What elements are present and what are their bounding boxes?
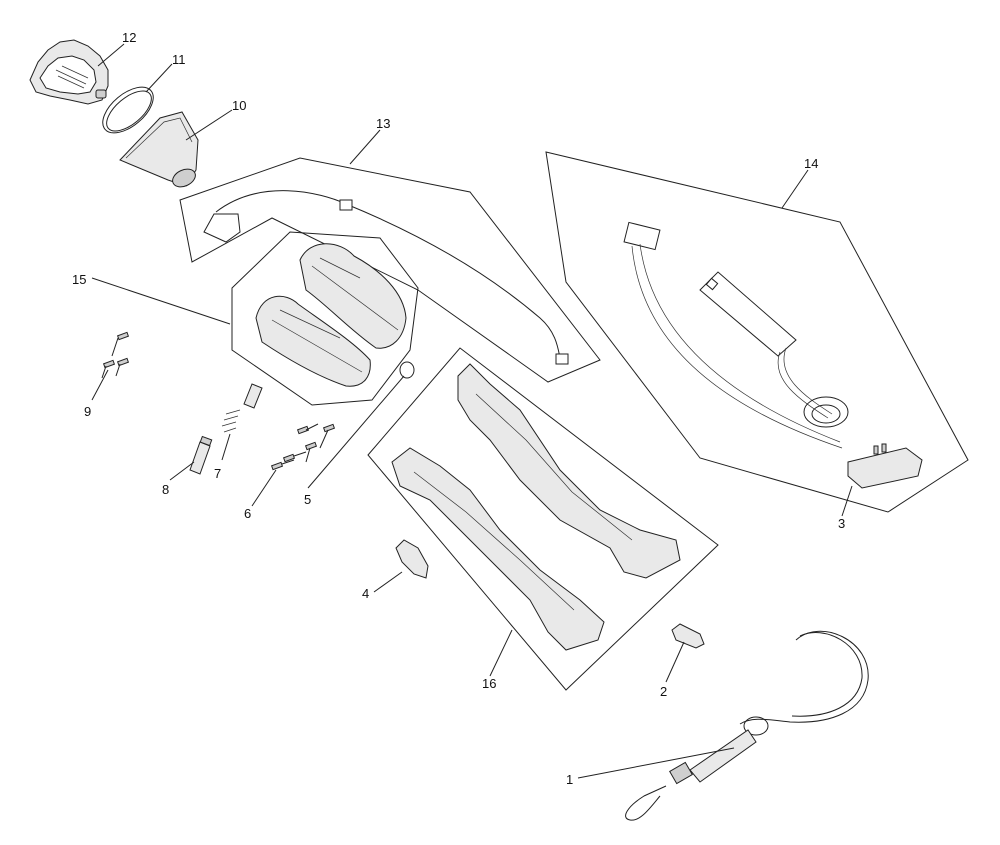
callout-8: 8 [162, 482, 169, 497]
callout-2: 2 [660, 684, 667, 699]
callout-15: 15 [72, 272, 86, 287]
callout-11: 11 [172, 52, 186, 67]
part-2-bracket [671, 623, 705, 649]
part-5-o-ring [399, 361, 415, 379]
callout-7: 7 [214, 466, 221, 481]
callout-6: 6 [244, 506, 251, 521]
part-13-wire-harness [203, 190, 569, 365]
group-outline-16 [367, 347, 719, 691]
callout-4: 4 [362, 586, 369, 601]
part-16-housing-halves [391, 363, 681, 651]
group-outline-15 [231, 231, 419, 406]
part-11-lens-ring [102, 86, 154, 134]
part-5-screws [296, 423, 336, 463]
part-4-clip [395, 539, 429, 579]
group-outline-14 [545, 151, 969, 513]
callout-9: 9 [84, 404, 91, 419]
callout-13: 13 [376, 116, 390, 131]
part-10-reflector [119, 111, 199, 188]
part-12-head-ring [29, 39, 109, 105]
leader-lines [91, 43, 853, 779]
group-outline-13 [179, 157, 601, 383]
part-15-battery-halves [255, 243, 407, 387]
callout-1: 1 [566, 772, 573, 787]
callout-5: 5 [304, 492, 311, 507]
part-1-lanyard-hook [625, 630, 869, 821]
callout-16: 16 [482, 676, 496, 691]
part-8-pin [189, 435, 213, 475]
callout-10: 10 [232, 98, 246, 113]
part-6-screws [270, 451, 307, 471]
part-14-circuit-assembly [623, 221, 849, 449]
part-9-screws [101, 331, 130, 379]
part-7-spring-plunger [221, 383, 263, 433]
callout-12: 12 [122, 30, 136, 45]
callout-14: 14 [804, 156, 818, 171]
callout-3: 3 [838, 516, 845, 531]
part-3-switch-block [847, 443, 923, 489]
